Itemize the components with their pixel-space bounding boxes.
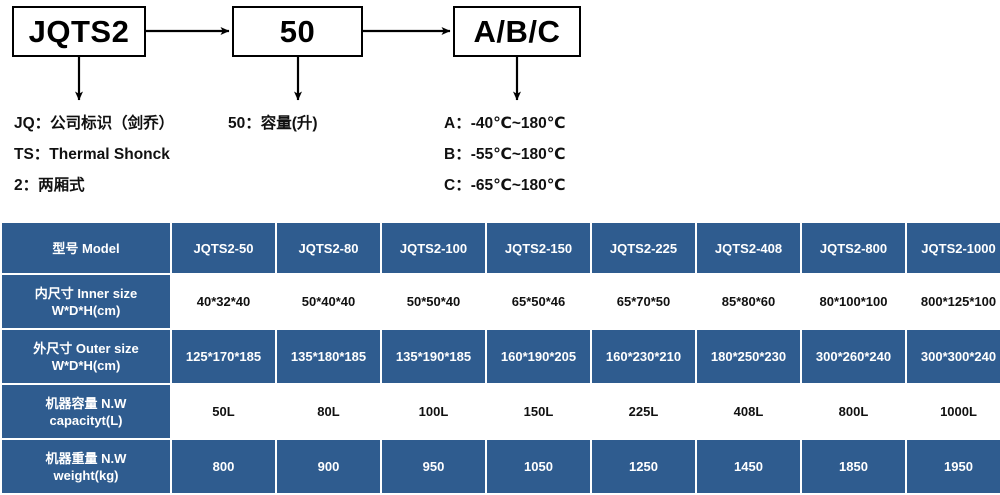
row-label-outer-size-sub: W*D*H(cm) (51, 357, 121, 373)
table-row-weight: 机器重量 N.W weight(kg) 800 900 950 1050 125… (2, 440, 1000, 493)
row-label-weight-main: 机器重量 N.W (45, 450, 127, 466)
cell-inner-size-1: 40*32*40 (172, 275, 275, 328)
cell-inner-size-8: 800*125*100 (907, 275, 1000, 328)
legend-brand-line-1: JQ：公司标识（剑乔） (14, 115, 175, 132)
code-box-volume: 50 (232, 6, 363, 57)
model-naming-diagram: JQTS2 50 A/B/C JQ：公司标识（剑乔） TS：Thermal Sh… (0, 0, 1000, 215)
cell-inner-size-4: 65*50*46 (487, 275, 590, 328)
cell-outer-size-1: 125*170*185 (172, 330, 275, 383)
code-box-brand: JQTS2 (12, 6, 146, 57)
header-cell-model-4: JQTS2-150 (487, 223, 590, 273)
legend-temp-line-a: A：-40℃~180℃ (444, 115, 566, 132)
row-label-inner-size-sub: W*D*H(cm) (51, 302, 121, 318)
cell-outer-size-6: 180*250*230 (697, 330, 800, 383)
cell-outer-size-3: 135*190*185 (382, 330, 485, 383)
table-header-row: 型号 Model JQTS2-50 JQTS2-80 JQTS2-100 JQT… (2, 223, 1000, 273)
cell-outer-size-7: 300*260*240 (802, 330, 905, 383)
header-cell-model-3: JQTS2-100 (382, 223, 485, 273)
cell-weight-6: 1450 (697, 440, 800, 493)
legend-brand-line-2: TS：Thermal Shonck (14, 146, 170, 163)
cell-outer-size-8: 300*300*240 (907, 330, 1000, 383)
legend-temp-line-b: B：-55℃~180℃ (444, 146, 566, 163)
cell-weight-1: 800 (172, 440, 275, 493)
cell-weight-3: 950 (382, 440, 485, 493)
cell-capacity-6: 408L (697, 385, 800, 438)
header-cell-model-8: JQTS2-1000 (907, 223, 1000, 273)
table-row-capacity: 机器容量 N.W capacityt(L) 50L 80L 100L 150L … (2, 385, 1000, 438)
cell-outer-size-2: 135*180*185 (277, 330, 380, 383)
cell-capacity-5: 225L (592, 385, 695, 438)
row-label-weight-sub: weight(kg) (53, 467, 119, 483)
row-label-weight: 机器重量 N.W weight(kg) (2, 440, 170, 493)
cell-capacity-8: 1000L (907, 385, 1000, 438)
legend-brand-line-3: 2：两厢式 (14, 177, 85, 194)
cell-capacity-2: 80L (277, 385, 380, 438)
cell-inner-size-6: 85*80*60 (697, 275, 800, 328)
legend-temp-line-c: C：-65℃~180℃ (444, 177, 566, 194)
row-label-outer-size-main: 外尺寸 Outer size (33, 340, 139, 356)
cell-outer-size-4: 160*190*205 (487, 330, 590, 383)
header-cell-model-2: JQTS2-80 (277, 223, 380, 273)
cell-weight-5: 1250 (592, 440, 695, 493)
row-label-capacity-sub: capacityt(L) (49, 412, 123, 428)
legend-temperature: A：-40℃~180℃ B：-55℃~180℃ C：-65℃~180℃ (444, 108, 566, 201)
cell-capacity-7: 800L (802, 385, 905, 438)
cell-inner-size-2: 50*40*40 (277, 275, 380, 328)
cell-capacity-3: 100L (382, 385, 485, 438)
legend-volume-line-1: 50：容量(升) (228, 115, 318, 132)
row-label-outer-size: 外尺寸 Outer size W*D*H(cm) (2, 330, 170, 383)
code-box-temperature: A/B/C (453, 6, 581, 57)
header-cell-model-1: JQTS2-50 (172, 223, 275, 273)
legend-brand: JQ：公司标识（剑乔） TS：Thermal Shonck 2：两厢式 (14, 108, 174, 201)
row-label-inner-size: 内尺寸 Inner size W*D*H(cm) (2, 275, 170, 328)
header-cell-label: 型号 Model (2, 223, 170, 273)
cell-weight-2: 900 (277, 440, 380, 493)
header-cell-model-7: JQTS2-800 (802, 223, 905, 273)
cell-capacity-4: 150L (487, 385, 590, 438)
cell-weight-7: 1850 (802, 440, 905, 493)
cell-weight-4: 1050 (487, 440, 590, 493)
cell-inner-size-3: 50*50*40 (382, 275, 485, 328)
header-cell-model-5: JQTS2-225 (592, 223, 695, 273)
cell-weight-8: 1950 (907, 440, 1000, 493)
table-row-inner-size: 内尺寸 Inner size W*D*H(cm) 40*32*40 50*40*… (2, 275, 1000, 328)
cell-inner-size-7: 80*100*100 (802, 275, 905, 328)
specification-table: 型号 Model JQTS2-50 JQTS2-80 JQTS2-100 JQT… (0, 221, 1000, 495)
row-label-inner-size-main: 内尺寸 Inner size (34, 285, 138, 301)
cell-inner-size-5: 65*70*50 (592, 275, 695, 328)
header-cell-model-6: JQTS2-408 (697, 223, 800, 273)
cell-capacity-1: 50L (172, 385, 275, 438)
row-label-capacity: 机器容量 N.W capacityt(L) (2, 385, 170, 438)
legend-volume: 50：容量(升) (228, 108, 318, 139)
row-label-capacity-main: 机器容量 N.W (45, 395, 127, 411)
cell-outer-size-5: 160*230*210 (592, 330, 695, 383)
table-row-outer-size: 外尺寸 Outer size W*D*H(cm) 125*170*185 135… (2, 330, 1000, 383)
